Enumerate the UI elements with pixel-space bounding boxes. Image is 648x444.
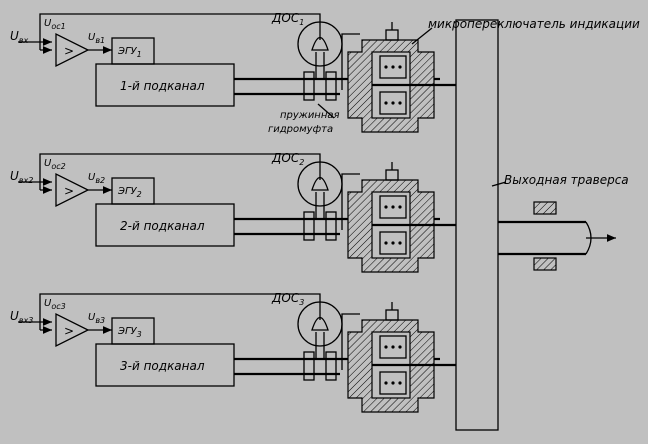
subchannel-row-3: [18, 294, 456, 412]
input-voltage-label: Uвх2: [10, 169, 33, 185]
bearing-bottom: [533, 257, 557, 271]
input-voltage-label: Uвх3: [10, 309, 33, 325]
subchannel-name: 2-й подканал: [120, 219, 205, 233]
egu-label: ЭГУ2: [117, 186, 142, 199]
dos-label: ДОС1: [271, 11, 304, 27]
amplifier-symbol: >: [64, 184, 74, 198]
spring-coupling-label-1: пружинная: [280, 110, 340, 121]
feedback-voltage-label: Uос1: [44, 18, 66, 31]
egu-label: ЭГУ3: [117, 326, 142, 339]
dos-label: ДОС2: [271, 151, 304, 167]
input-voltage-label: Uвх: [10, 29, 29, 45]
spring-coupling-label-2: гидромуфта: [268, 124, 333, 135]
bearing-top: [533, 201, 557, 215]
feedback-voltage-label: Uос2: [44, 158, 66, 171]
subchannel-row-2: [18, 154, 456, 272]
control-voltage-label: Uв3: [88, 312, 105, 325]
control-voltage-label: Uв1: [88, 32, 105, 45]
egu-label: ЭГУ1: [117, 46, 142, 59]
subchannel-row-1: [18, 14, 456, 132]
feedback-voltage-label: Uос3: [44, 298, 66, 311]
subchannel-name: 3-й подканал: [120, 359, 205, 373]
control-voltage-label: Uв2: [88, 172, 105, 185]
output-traverse: [455, 19, 499, 431]
microswitch-label: микропереключатель индикации: [428, 17, 640, 31]
amplifier-symbol: >: [64, 44, 74, 58]
output-traverse-label: Выходная траверса: [504, 173, 629, 187]
subchannel-name: 1-й подканал: [120, 79, 205, 93]
amplifier-symbol: >: [64, 324, 74, 338]
dos-label: ДОС3: [271, 291, 304, 307]
